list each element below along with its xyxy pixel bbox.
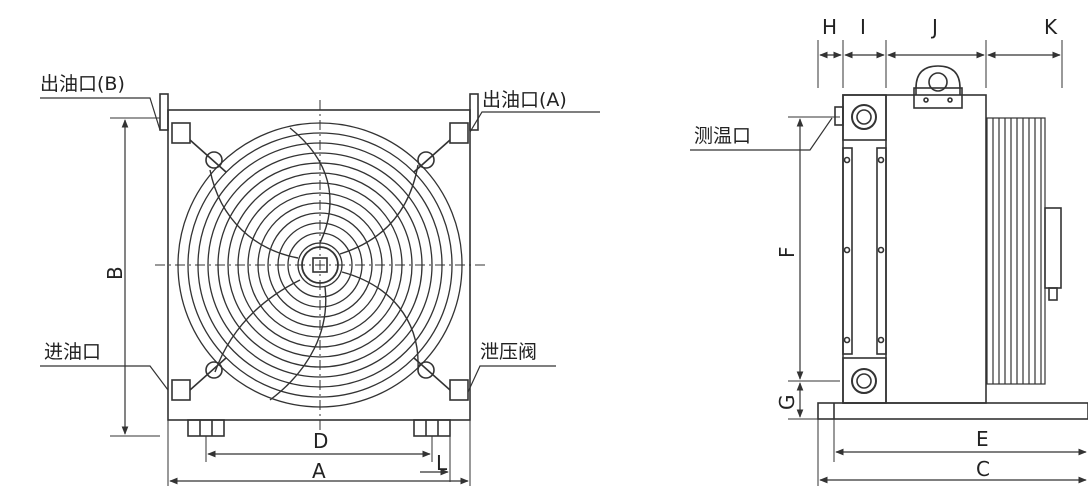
left-tab-top (159, 93, 169, 131)
label-relief-valve: 泄压阀 (480, 341, 537, 363)
base-plate (817, 402, 1088, 420)
fan-blades (209, 127, 419, 401)
label-temp-port: 测温口 (694, 125, 751, 147)
label-outlet-a: 出油口(A) (482, 89, 567, 111)
dim-k: K (1044, 15, 1058, 39)
dim-c: C (976, 457, 990, 481)
core-body (842, 94, 987, 404)
front-view (40, 93, 600, 486)
motor (1044, 207, 1062, 289)
dim-g: G (775, 395, 799, 411)
dim-e: E (976, 427, 989, 451)
dim-b: B (103, 266, 127, 280)
labels: 出油口(B) 出油口(A) 进油口 泄压阀 B D A L 测温口 H I J … (40, 15, 1058, 483)
dim-a: A (312, 459, 326, 483)
dim-f: F (775, 246, 799, 258)
port-b (171, 122, 191, 144)
port-relief (449, 379, 469, 401)
dim-l: L (436, 451, 448, 475)
dim-j: J (930, 15, 938, 39)
label-outlet-b: 出油口(B) (40, 73, 125, 95)
fan-shroud (986, 117, 1046, 385)
port-inlet (171, 379, 191, 401)
dim-h: H (822, 15, 837, 39)
right-foot (413, 419, 451, 437)
right-tab-top (469, 93, 479, 131)
left-foot (187, 419, 225, 437)
side-view (690, 40, 1088, 486)
label-inlet: 进油口 (44, 341, 101, 363)
dim-d: D (313, 429, 328, 453)
port-a (449, 122, 469, 144)
dim-i: I (860, 15, 866, 39)
temp-port (834, 106, 844, 126)
